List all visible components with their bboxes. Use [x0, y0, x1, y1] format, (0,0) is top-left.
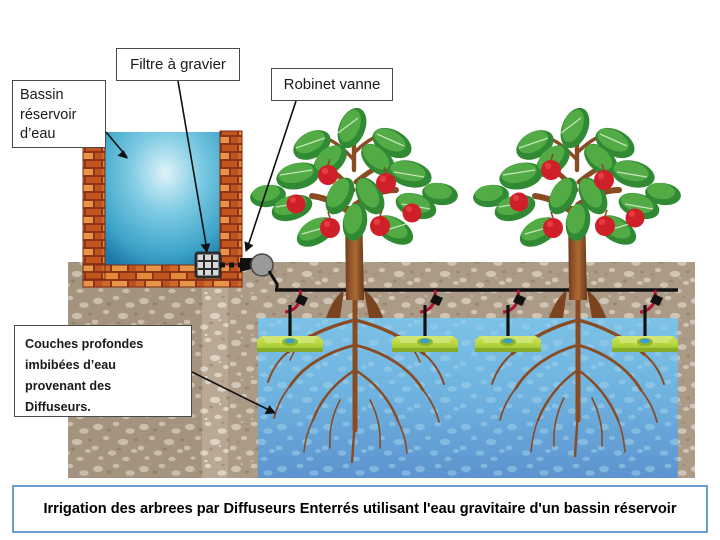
diffuser-group: [257, 289, 678, 352]
callout-deep-layers: Couches profondes imbibées d’eau provena…: [14, 325, 192, 417]
diagram-caption-text: Irrigation des arbrees par Diffuseurs En…: [43, 500, 677, 517]
diffuser-2: [392, 289, 458, 352]
deep-layers-line-4: Diffuseurs.: [25, 400, 91, 414]
saturated-water-layer: [258, 318, 678, 478]
callout-gate-valve: Robinet vanne: [271, 68, 393, 101]
deep-layers-line-2: imbibées d’eau: [25, 358, 116, 372]
tree-1: [250, 107, 458, 464]
reservoir-basin: [82, 130, 243, 288]
foliage-2: [473, 107, 681, 247]
diffuser-3: [475, 289, 541, 352]
root-system-2: [491, 297, 665, 458]
diagram-caption: Irrigation des arbrees par Diffuseurs En…: [12, 485, 708, 533]
diffuser-1: [257, 289, 323, 352]
callout-basin: Bassin réservoir d’eau: [12, 80, 106, 148]
deep-layers-line-1: Couches profondes: [25, 337, 144, 351]
gravel-filter: [194, 251, 222, 279]
callout-gravel-filter: Filtre à gravier: [116, 48, 240, 81]
callout-basin-label: Bassin réservoir d’eau: [20, 87, 77, 142]
apples-1: [286, 158, 422, 238]
apples-2: [509, 153, 645, 238]
deep-layers-line-3: provenant des: [25, 379, 112, 393]
callout-gate-valve-label: Robinet vanne: [283, 76, 381, 93]
leader-lines: [105, 80, 297, 415]
tree-2: [473, 107, 681, 458]
foliage-1: [250, 107, 458, 247]
gate-valve: [220, 253, 279, 290]
callout-deep-layers-label: Couches profondes imbibées d’eau provena…: [25, 334, 181, 418]
diffuser-4: [612, 289, 678, 352]
callout-gravel-filter-label: Filtre à gravier: [130, 56, 226, 73]
root-system-1: [267, 297, 445, 464]
